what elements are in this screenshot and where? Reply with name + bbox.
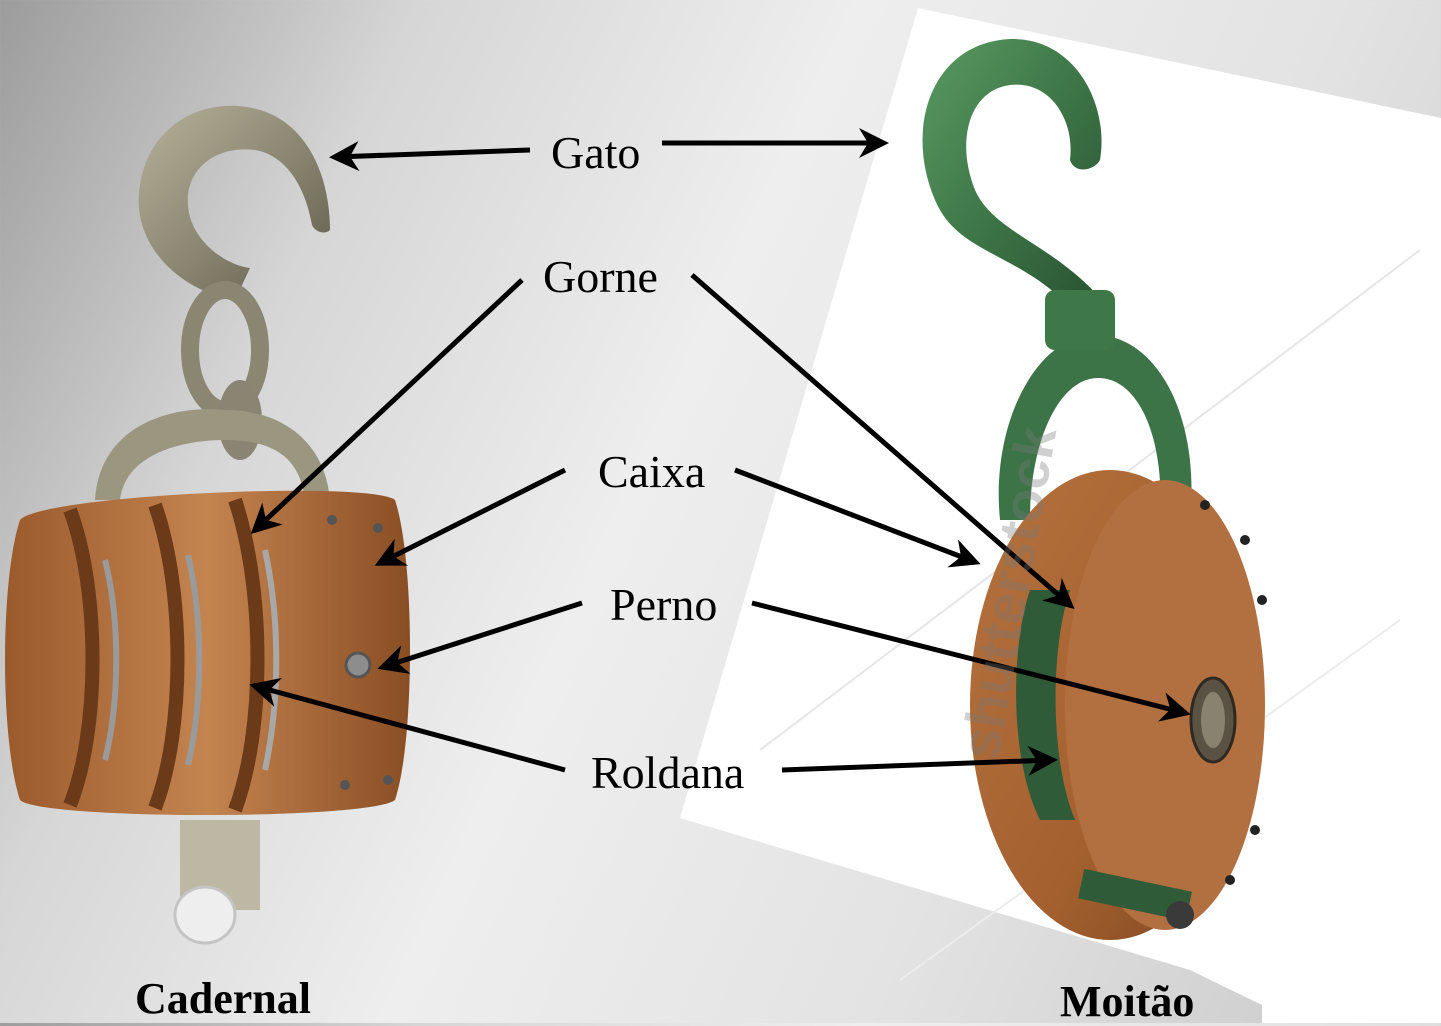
arrow-caixa-left (380, 470, 565, 563)
caption-moitao: Moitão (1060, 980, 1194, 1024)
caption-cadernal: Cadernal (135, 977, 311, 1021)
label-gato: Gato (551, 130, 640, 176)
label-roldana: Roldana (591, 750, 744, 796)
arrow-perno-left (383, 603, 582, 667)
metal-hook (139, 106, 330, 300)
cadernal-block (5, 491, 410, 815)
label-caixa: Caixa (598, 449, 705, 495)
arrow-gorne-left (255, 280, 522, 530)
cadernal-bottom-shackle (175, 820, 260, 943)
label-perno: Perno (610, 582, 717, 628)
arrow-gato-left (335, 150, 530, 157)
cadernal-photo (5, 106, 410, 943)
moitao-photo (680, 8, 1441, 1023)
label-gorne: Gorne (543, 254, 658, 300)
